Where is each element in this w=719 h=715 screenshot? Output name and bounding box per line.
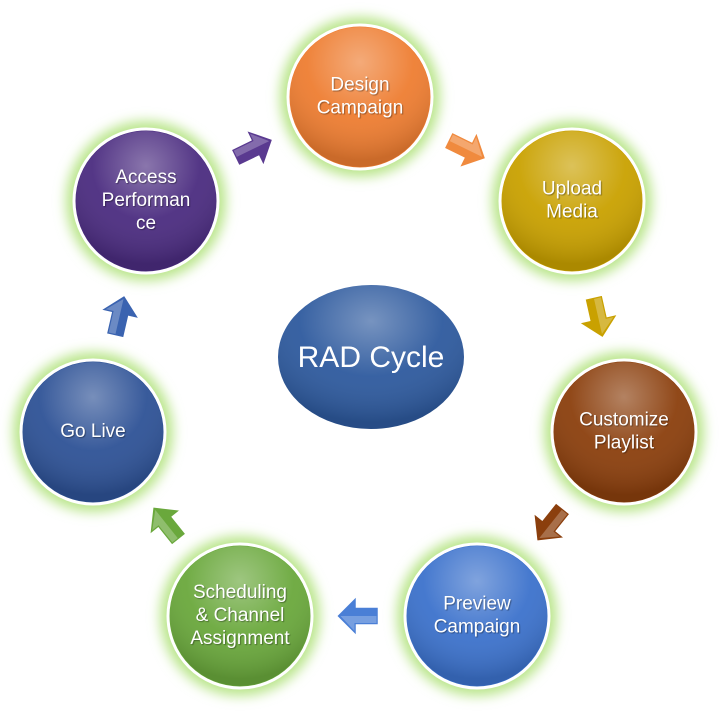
step-label-line: Media xyxy=(546,202,598,223)
step-arrow xyxy=(230,128,274,169)
step-circle-shine xyxy=(290,27,430,167)
step-circle-shine xyxy=(76,131,216,271)
step-arrow xyxy=(335,594,380,638)
step-arrow-shape xyxy=(148,505,188,547)
step-label-line: Customize xyxy=(579,410,669,431)
step-label-line: Performan xyxy=(102,190,191,211)
step-label-line: Campaign xyxy=(317,98,404,119)
step-arrow-shine xyxy=(152,509,178,543)
step-circle-shine xyxy=(170,546,310,686)
step-arrow-shine xyxy=(340,616,377,631)
step-arrow xyxy=(532,501,572,543)
step-arrow xyxy=(148,505,188,547)
step-node: Go Live xyxy=(13,352,173,512)
step-label-line: Design xyxy=(330,75,389,96)
step-circle-shine xyxy=(502,131,642,271)
step-label-line: Access xyxy=(115,167,176,188)
step-arrow-shape xyxy=(98,294,142,339)
step-arrow-shape xyxy=(335,594,380,638)
step-arrow xyxy=(443,129,487,170)
step-label-line: Preview xyxy=(443,594,511,615)
cycle-steps: DesignCampaignUploadMediaCustomizePlayli… xyxy=(13,17,704,696)
step-arrow-shine xyxy=(539,509,568,539)
step-circle-shine xyxy=(554,362,694,502)
step-label-line: Go Live xyxy=(60,421,125,442)
step-arrow xyxy=(576,294,620,339)
step-label-line: ce xyxy=(136,213,156,234)
step-circle-shine xyxy=(23,362,163,502)
step-arrow-shine xyxy=(105,298,124,335)
step-arrow-shape xyxy=(532,501,572,543)
step-arrow-shine xyxy=(233,133,270,157)
step-label-line: Campaign xyxy=(434,617,521,638)
center-label: RAD Cycle xyxy=(298,341,445,374)
step-label-line: Playlist xyxy=(594,433,655,454)
step-label-line: Scheduling xyxy=(193,582,287,603)
step-arrow-shine xyxy=(449,134,483,157)
step-label-line: Assignment xyxy=(190,628,290,649)
step-label-line: Upload xyxy=(542,179,602,200)
step-arrow-shape xyxy=(230,128,274,169)
step-arrow-shape xyxy=(443,129,487,170)
cycle-arrows xyxy=(98,128,620,638)
step-label-line: & Channel xyxy=(196,605,285,626)
center-node: RAD Cycle xyxy=(278,285,464,429)
center-ellipse-shine xyxy=(278,285,464,429)
step-circle-shine xyxy=(407,546,547,686)
step-arrow-shape xyxy=(576,294,620,339)
step-arrow xyxy=(98,294,142,339)
step-arrow-shine xyxy=(594,297,614,335)
